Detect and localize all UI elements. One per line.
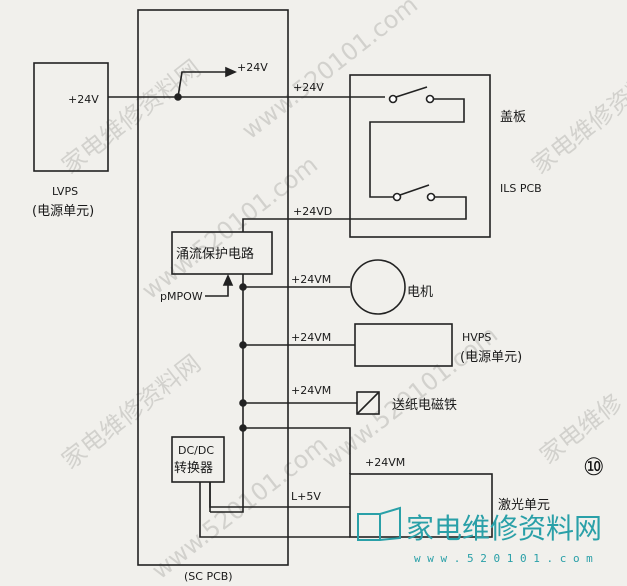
lvps-label: LVPS bbox=[52, 185, 78, 198]
v24-branch-line bbox=[177, 71, 235, 98]
solenoid-diagonal bbox=[356, 391, 380, 415]
rail-label: L+5V bbox=[291, 490, 321, 503]
laser-label: 激光单元 bbox=[498, 498, 550, 513]
watermark: 家电维修资料网 bbox=[56, 54, 206, 179]
ils-box bbox=[349, 74, 491, 238]
watermark: 家电维修 bbox=[534, 389, 627, 470]
book-icon bbox=[357, 506, 401, 541]
rail-label: +24VM bbox=[291, 331, 331, 344]
junction-dot bbox=[239, 283, 247, 291]
v24d-line bbox=[242, 196, 467, 232]
watermark: 家电维修资料网 bbox=[526, 54, 627, 179]
dcdc-label-1: DC/DC bbox=[178, 444, 214, 457]
junction-dot bbox=[174, 93, 182, 101]
wiring bbox=[33, 9, 493, 566]
laser-vm-line bbox=[243, 427, 351, 474]
v24vm-bus bbox=[210, 274, 244, 513]
protect-box bbox=[171, 231, 273, 275]
cover-label: 盖板 bbox=[500, 110, 526, 125]
rail-label: +24V bbox=[293, 81, 324, 94]
junction-dot bbox=[239, 341, 247, 349]
arrow-head bbox=[222, 274, 234, 286]
switch-blade bbox=[399, 184, 430, 196]
motor-label: 电机 bbox=[407, 285, 433, 300]
junction-dot bbox=[239, 424, 247, 432]
hvps-sub-label: (电源单元) bbox=[460, 350, 522, 365]
switch-contact bbox=[388, 94, 398, 104]
ils-internal-line bbox=[369, 98, 465, 187]
junction-dot bbox=[239, 399, 247, 407]
figure-number: ⑩ bbox=[583, 453, 605, 481]
hvps-box bbox=[354, 323, 453, 367]
switch-contact bbox=[426, 192, 436, 202]
l5v-line bbox=[209, 482, 350, 508]
ils-internal-line bbox=[369, 187, 393, 198]
laser-box bbox=[349, 473, 493, 538]
lvps-sub-label: (电源单元) bbox=[32, 204, 94, 219]
switch-contact bbox=[392, 192, 402, 202]
rail-label: +24VM bbox=[291, 273, 331, 286]
lvps-out-label: +24V bbox=[68, 93, 99, 106]
pmpow-label: pMPOW bbox=[160, 290, 203, 303]
logo-text: 家电维修资料网 bbox=[406, 512, 602, 545]
hvps-label: HVPS bbox=[462, 331, 491, 344]
laser-return-line bbox=[199, 482, 350, 538]
rail-label: +24VM bbox=[291, 384, 331, 397]
solenoid-label: 送纸电磁铁 bbox=[392, 398, 457, 413]
solenoid-symbol bbox=[356, 391, 380, 415]
arrow-head bbox=[225, 66, 237, 78]
protect-label: 涌流保护电路 bbox=[176, 246, 254, 262]
rail-label: +24VD bbox=[293, 205, 332, 218]
switch-blade bbox=[395, 86, 428, 98]
rail-label: +24VM bbox=[365, 456, 405, 469]
dcdc-label-2: 转换器 bbox=[174, 461, 213, 476]
rail-label: +24V bbox=[237, 61, 268, 74]
logo-sub: w w w . 5 2 0 1 0 1 . c o m bbox=[414, 552, 593, 565]
motor-symbol bbox=[350, 259, 406, 315]
sc-pcb-label: (SC PCB) bbox=[184, 570, 233, 583]
site-logo: 家电维修资料网 w w w . 5 2 0 1 0 1 . c o m bbox=[357, 506, 602, 565]
switch-contact bbox=[425, 94, 435, 104]
ils-label: ILS PCB bbox=[500, 182, 542, 195]
lvps-box bbox=[33, 62, 109, 172]
dcdc-box bbox=[171, 436, 225, 483]
